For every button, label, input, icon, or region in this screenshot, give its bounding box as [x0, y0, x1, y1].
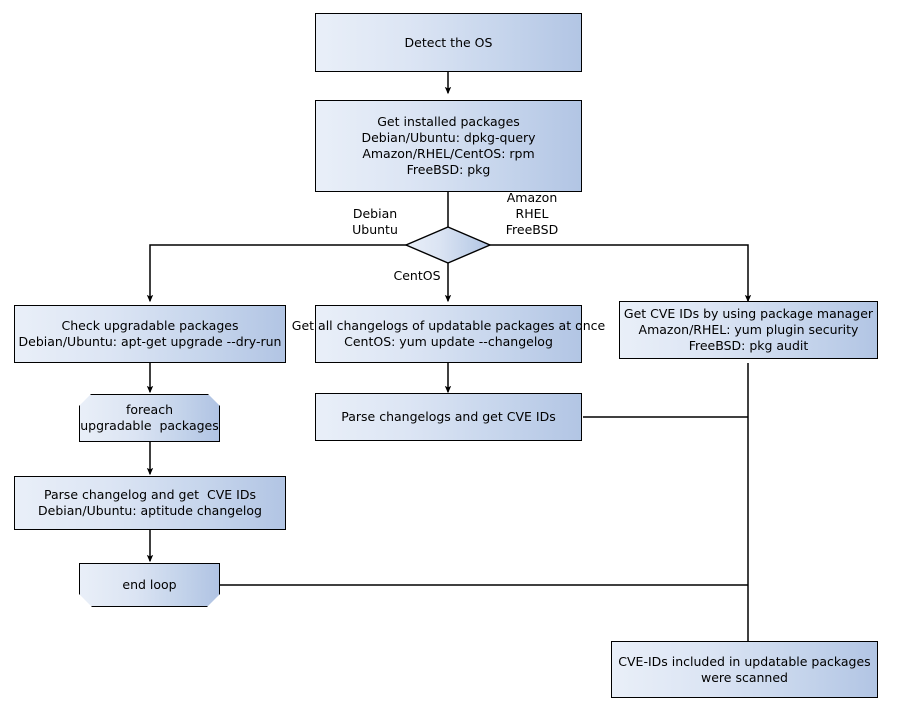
- edge-label-centos: CentOS: [393, 268, 441, 283]
- edge-label-amazon-rhel-freebsd: Amazon RHEL FreeBSD: [505, 190, 559, 237]
- node-get-all-changelogs: Get all changelogs of updatable packages…: [292, 305, 605, 363]
- node-get-cve-ids-package-manager-label: Get CVE IDs by using package manager Ama…: [623, 306, 874, 353]
- node-get-cve-ids-package-manager: Get CVE IDs by using package manager Ama…: [619, 301, 878, 359]
- node-parse-changelog-get-cve-ids: Parse changelog and get CVE IDs Debian/U…: [14, 476, 286, 530]
- node-get-installed-packages-label: Get installed packages Debian/Ubuntu: dp…: [361, 114, 536, 177]
- node-foreach-upgradable-packages-label: foreach upgradable packages: [80, 402, 219, 433]
- node-cve-ids-scanned: CVE-IDs included in updatable packages w…: [611, 641, 878, 698]
- node-get-all-changelogs-label: Get all changelogs of updatable packages…: [291, 318, 606, 349]
- node-end-loop-label: end loop: [122, 577, 177, 592]
- node-get-installed-packages: Get installed packages Debian/Ubuntu: dp…: [315, 100, 582, 192]
- node-detect-os-label: Detect the OS: [404, 34, 493, 50]
- edge-decision-to-cve-package-manager: [489, 244, 752, 303]
- node-check-upgradable-packages-label: Check upgradable packages Debian/Ubuntu:…: [18, 318, 282, 349]
- edge-decision-to-check-upgradable: [146, 244, 409, 303]
- os-decision-diamond: [404, 226, 492, 264]
- node-detect-os: Detect the OS: [315, 13, 582, 72]
- node-check-upgradable-packages: Check upgradable packages Debian/Ubuntu:…: [14, 305, 286, 363]
- node-foreach-upgradable-packages: foreach upgradable packages: [79, 394, 220, 442]
- edge-label-debian-ubuntu: Debian Ubuntu: [352, 206, 398, 237]
- node-parse-changelog-get-cve-ids-label: Parse changelog and get CVE IDs Debian/U…: [38, 487, 262, 518]
- node-parse-changelogs-get-cve-ids: Parse changelogs and get CVE IDs: [315, 393, 582, 441]
- node-cve-ids-scanned-label: CVE-IDs included in updatable packages w…: [618, 653, 871, 685]
- node-parse-changelogs-get-cve-ids-label: Parse changelogs and get CVE IDs: [341, 409, 556, 424]
- node-end-loop: end loop: [79, 563, 220, 607]
